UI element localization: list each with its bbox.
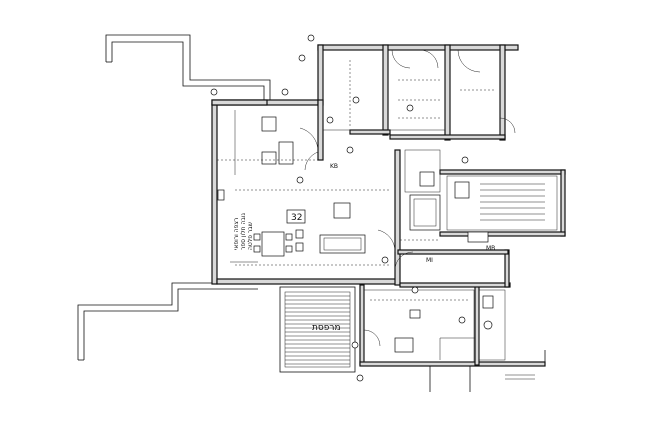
upper-bedroom-left <box>322 49 384 131</box>
lower-bedroom <box>363 289 475 363</box>
side-note-line-2: גובה חלון ספר <box>240 213 247 250</box>
annotation-markers <box>210 34 469 382</box>
exterior-walls <box>211 44 566 367</box>
bottom-edge <box>429 350 546 392</box>
side-note-block: רצפה ורופאי גובה חלון ספר שבר פלטה <box>233 213 254 250</box>
side-note-line-3: שבר פלטה <box>247 222 254 250</box>
lower-bathroom <box>439 289 506 361</box>
kitchen-area <box>217 110 319 201</box>
upper-bathroom-2 <box>449 49 516 136</box>
side-note-line-1: רצפה ורופאי <box>233 218 240 250</box>
stair-extension <box>446 175 558 243</box>
stair-label: MB <box>486 245 495 252</box>
small-tag-1: KB <box>330 163 338 170</box>
central-core <box>394 149 441 271</box>
stepped-outline-bottom-left <box>77 282 258 361</box>
upper-bathroom-1 <box>387 49 446 131</box>
terrace-label: מרפסת <box>312 323 341 333</box>
room-number-label: 32 <box>291 213 302 223</box>
living-dining-area <box>230 189 396 266</box>
small-tag-2: MI <box>426 257 433 264</box>
balcony-outline-top-left <box>105 34 271 104</box>
terrace-hatched <box>279 286 356 373</box>
